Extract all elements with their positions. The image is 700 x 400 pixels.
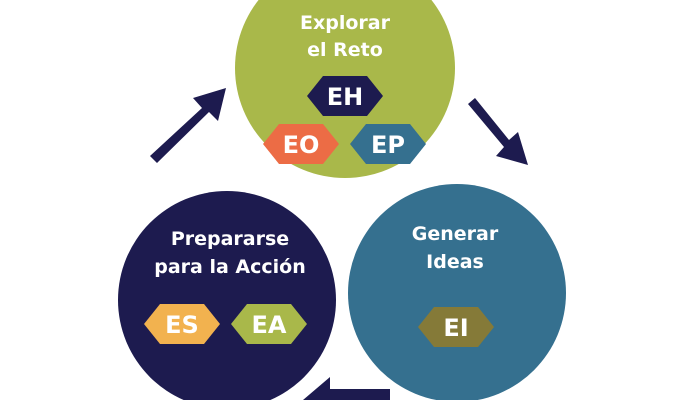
stage-prepararse-para-la-accion: Prepararse para la Acción ES EA xyxy=(118,191,336,400)
stage-title-line1: Prepararse xyxy=(171,228,289,250)
stage-circle xyxy=(118,191,336,400)
stage-title-line2: para la Acción xyxy=(154,256,306,278)
arrow-up-right-icon xyxy=(150,88,226,163)
stage-generar-ideas: Generar Ideas EI xyxy=(348,184,566,400)
stage-title-line2: el Reto xyxy=(307,39,383,61)
svg-text:ES: ES xyxy=(165,311,199,339)
stage-circle xyxy=(348,184,566,400)
badge-ep: EP xyxy=(350,124,426,164)
arrow-down-right-icon xyxy=(468,98,528,165)
badge-eh: EH xyxy=(307,76,383,116)
stage-title-line2: Ideas xyxy=(426,251,484,273)
badge-es: ES xyxy=(144,304,220,344)
badge-ea: EA xyxy=(231,304,307,344)
svg-text:EO: EO xyxy=(283,131,320,159)
svg-text:EI: EI xyxy=(443,314,468,342)
stage-title-line1: Explorar xyxy=(300,12,391,34)
svg-text:EH: EH xyxy=(327,83,363,111)
svg-text:EA: EA xyxy=(252,311,287,339)
badge-ei: EI xyxy=(418,307,494,347)
stage-explorar-el-reto: Explorar el Reto EH EO EP xyxy=(235,0,455,178)
badge-eo: EO xyxy=(263,124,339,164)
stage-title-line1: Generar xyxy=(412,223,499,245)
svg-text:EP: EP xyxy=(371,131,405,159)
arrow-left-icon xyxy=(303,377,390,400)
